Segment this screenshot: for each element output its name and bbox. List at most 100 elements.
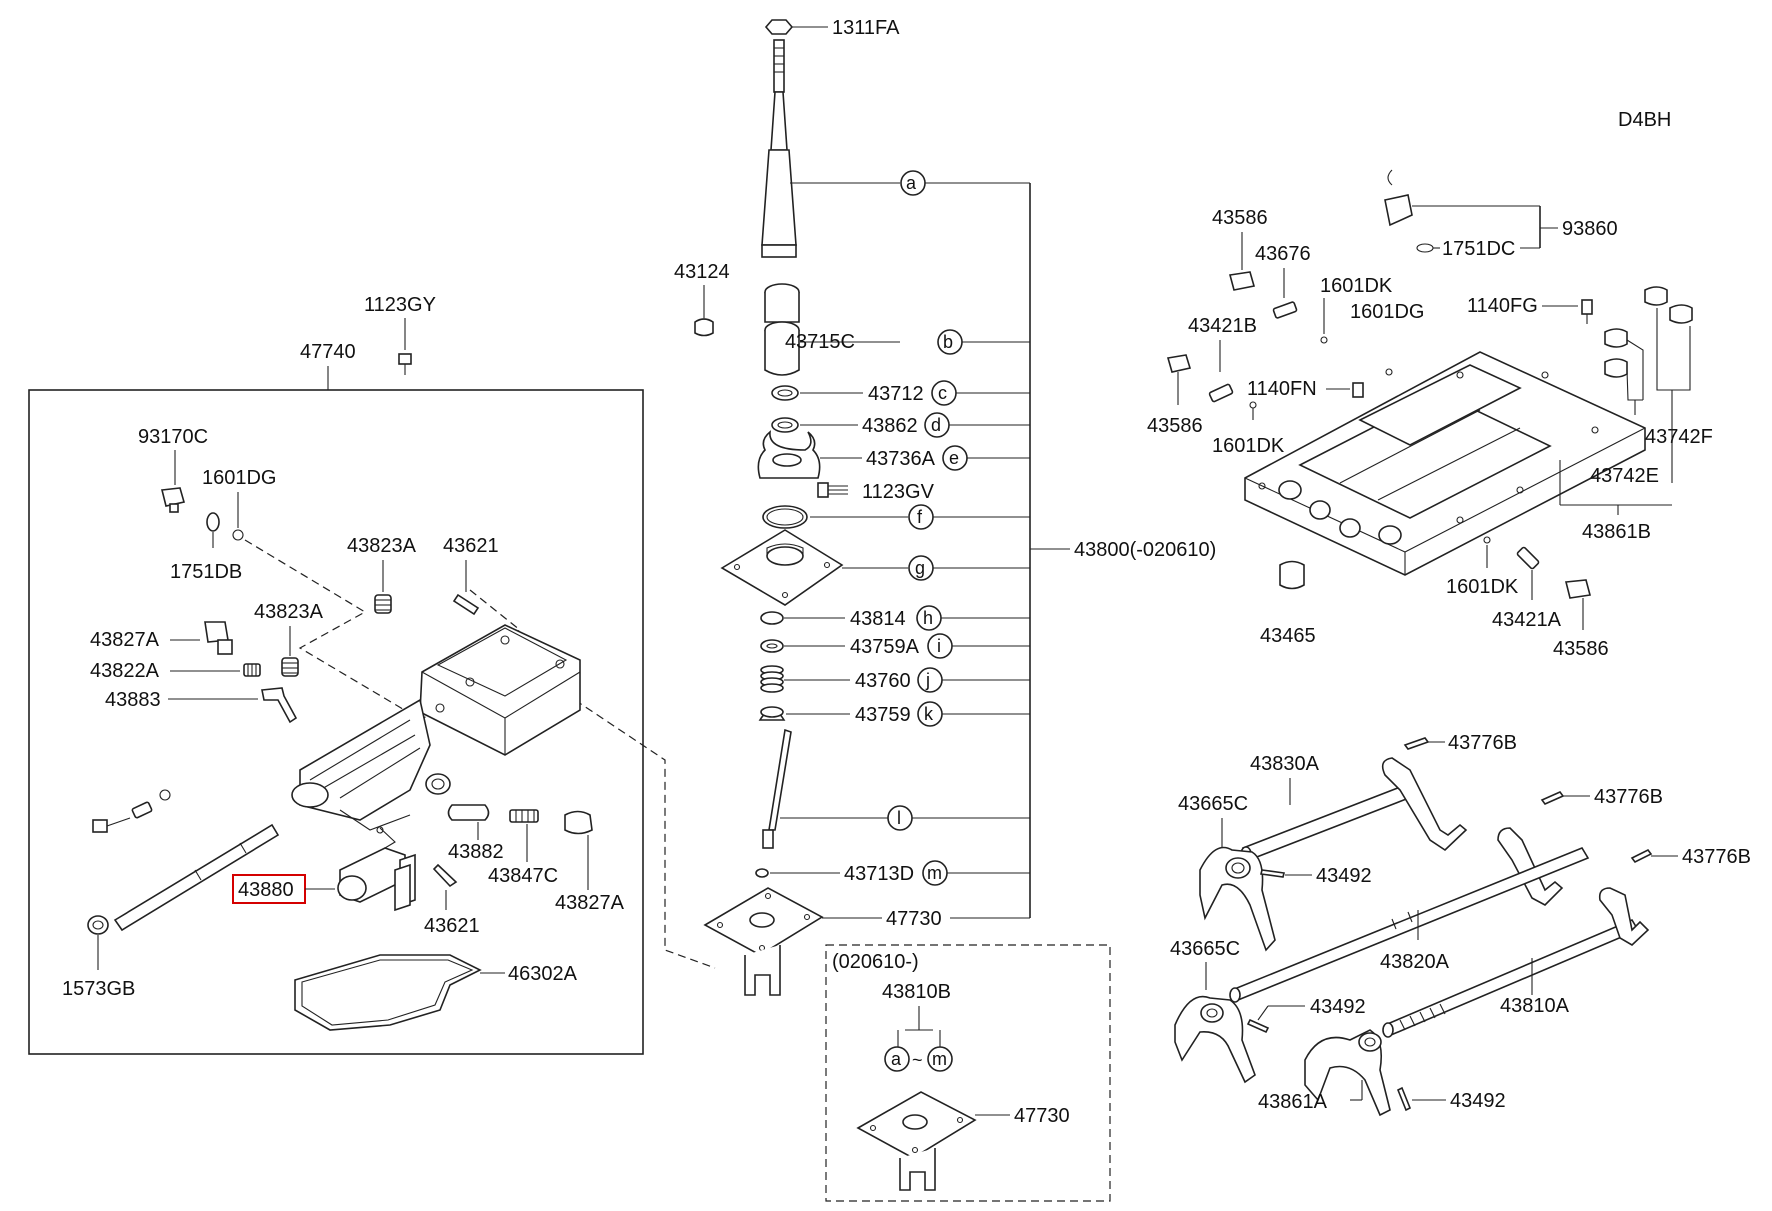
part-label-43861b: 43861B [1582, 521, 1651, 543]
pin-43776b-1 [1403, 737, 1430, 750]
callout-b-letter: b [943, 332, 953, 352]
fork-43665c-1 [1199, 846, 1276, 952]
shift-block-43880 [337, 847, 416, 912]
part-label-43621-1: 43621 [443, 535, 499, 557]
range-callout-a-letter: a [891, 1049, 902, 1069]
spring-43676 [1272, 301, 1298, 319]
part-label-43827a-2: 43827A [555, 892, 625, 914]
sensor-93170c [161, 487, 186, 507]
part-label-43861a: 43861A [1258, 1091, 1328, 1113]
range-callout-a [884, 1046, 910, 1072]
part-label-43713d: 43713D [844, 863, 914, 885]
shift-lever-assembly: 1311FA a 43715C b 43124 43712 c [674, 17, 1216, 996]
washer-43814 [760, 611, 784, 625]
part-label-43883: 43883 [105, 689, 161, 711]
part-label-43810a: 43810A [1500, 995, 1570, 1017]
callout-h-letter: h [923, 608, 933, 628]
gasket-46302a [294, 954, 482, 1031]
part-label-43665c-2: 43665C [1170, 938, 1240, 960]
spring-43421a [1516, 546, 1540, 570]
bolt-43586-3 [1564, 579, 1592, 599]
part-label-43742f: 43742F [1645, 426, 1713, 448]
upper-cover-group: 1751DC 93860 43586 43676 1601DK 1601DG 1… [1147, 169, 1713, 660]
part-label-43880[interactable]: 43880 [238, 879, 294, 901]
range-callout-m [927, 1046, 953, 1072]
part-label-020610: (020610-) [832, 951, 919, 973]
plug-43827a-2 [564, 810, 593, 835]
part-label-1751dc: 1751DC [1442, 238, 1515, 260]
rail-43820a [1230, 847, 1590, 1001]
part-label-43822a: 43822A [90, 660, 160, 682]
rail-43830a [1241, 782, 1416, 862]
spring-43421b [1208, 383, 1234, 403]
callout-j [917, 667, 943, 693]
bushing-43742f-2 [1669, 304, 1693, 324]
part-label-43776b-3: 43776B [1682, 846, 1751, 868]
lever-shaft [761, 149, 797, 246]
shift-housing [291, 624, 581, 849]
part-label-43586-1: 43586 [1212, 207, 1268, 229]
callout-d-letter: d [931, 415, 941, 435]
callout-f-letter: f [917, 507, 923, 527]
bolt-1123gv [817, 482, 829, 498]
part-label-43492-3: 43492 [1450, 1090, 1506, 1112]
part-label-43586-3: 43586 [1553, 638, 1609, 660]
part-label-1123gv: 1123GV [862, 481, 935, 503]
fork-rail-group: 43776B 43776B 43776B 43830A 43665C 43492 [1170, 732, 1751, 1117]
part-label-43830a: 43830A [1250, 753, 1320, 775]
part-label-43820a: 43820A [1380, 951, 1450, 973]
part-label-43621-2: 43621 [424, 915, 480, 937]
part-label-43776b-1: 43776B [1448, 732, 1517, 754]
housing-group-box [28, 389, 644, 1055]
plate-g [720, 529, 844, 606]
part-label-43492-2: 43492 [1310, 996, 1366, 1018]
part-label-43823a-1: 43823A [347, 535, 417, 557]
spring-43823a-1 [374, 594, 392, 614]
part-label-1601dk-1: 1601DK [1320, 275, 1393, 297]
shift-housing-group: 1123GY 47740 93170C 1601DG 1751DB 43823A… [28, 294, 644, 1055]
washer-43712 [771, 385, 799, 401]
bushing-43742e-1 [1604, 328, 1628, 348]
bushing-43124 [694, 318, 714, 337]
washer-43759a [760, 639, 784, 653]
pin-43621-2 [432, 863, 458, 888]
callout-l-letter: l [897, 808, 901, 828]
part-label-43421b: 43421B [1188, 315, 1257, 337]
part-label-43492-1: 43492 [1316, 865, 1372, 887]
bolt-43586-1 [1228, 271, 1256, 291]
shift-lever-a [1381, 757, 1468, 852]
part-label-43421a: 43421A [1492, 609, 1562, 631]
shift-lever-c [1598, 887, 1650, 946]
engine-code: D4BH [1618, 109, 1671, 131]
washer-43862 [771, 417, 799, 433]
callout-a-letter: a [906, 173, 917, 193]
callout-e-letter: e [949, 448, 959, 468]
bushing-43742f-1 [1644, 286, 1668, 306]
part-label-46302a: 46302A [508, 963, 578, 985]
bolt-spring-ball [92, 789, 171, 833]
part-label-1601dk-3: 1601DK [1446, 576, 1519, 598]
pin-43776b-2 [1540, 791, 1565, 805]
bushing-43742e-2 [1604, 358, 1628, 378]
bolt-1140fn [1352, 382, 1364, 398]
part-label-1601dg: 1601DG [202, 467, 277, 489]
lower-lever-l [768, 728, 792, 831]
spring-43822a [243, 663, 261, 677]
pin-43776b-3 [1630, 848, 1653, 864]
part-label-43800: 43800(-020610) [1074, 539, 1216, 561]
plunger-43883 [261, 687, 298, 724]
part-label-43847c: 43847C [488, 865, 558, 887]
part-label-43759a: 43759A [850, 636, 920, 658]
seal-1573gb [87, 915, 109, 935]
callout-g-letter: g [915, 558, 925, 578]
part-label-1573gb: 1573GB [62, 978, 135, 1000]
later-assembly-box: (020610-) 43810B a ~ m 47730 [825, 944, 1111, 1202]
shift-rail [113, 823, 280, 932]
spring-43823a-2 [281, 657, 299, 677]
sleeve-43882 [447, 804, 490, 821]
part-label-43742e: 43742E [1590, 465, 1659, 487]
fork-43665c-2 [1174, 995, 1256, 1084]
part-label-43814: 43814 [850, 608, 906, 630]
part-label-1311fa: 1311FA [832, 17, 900, 39]
